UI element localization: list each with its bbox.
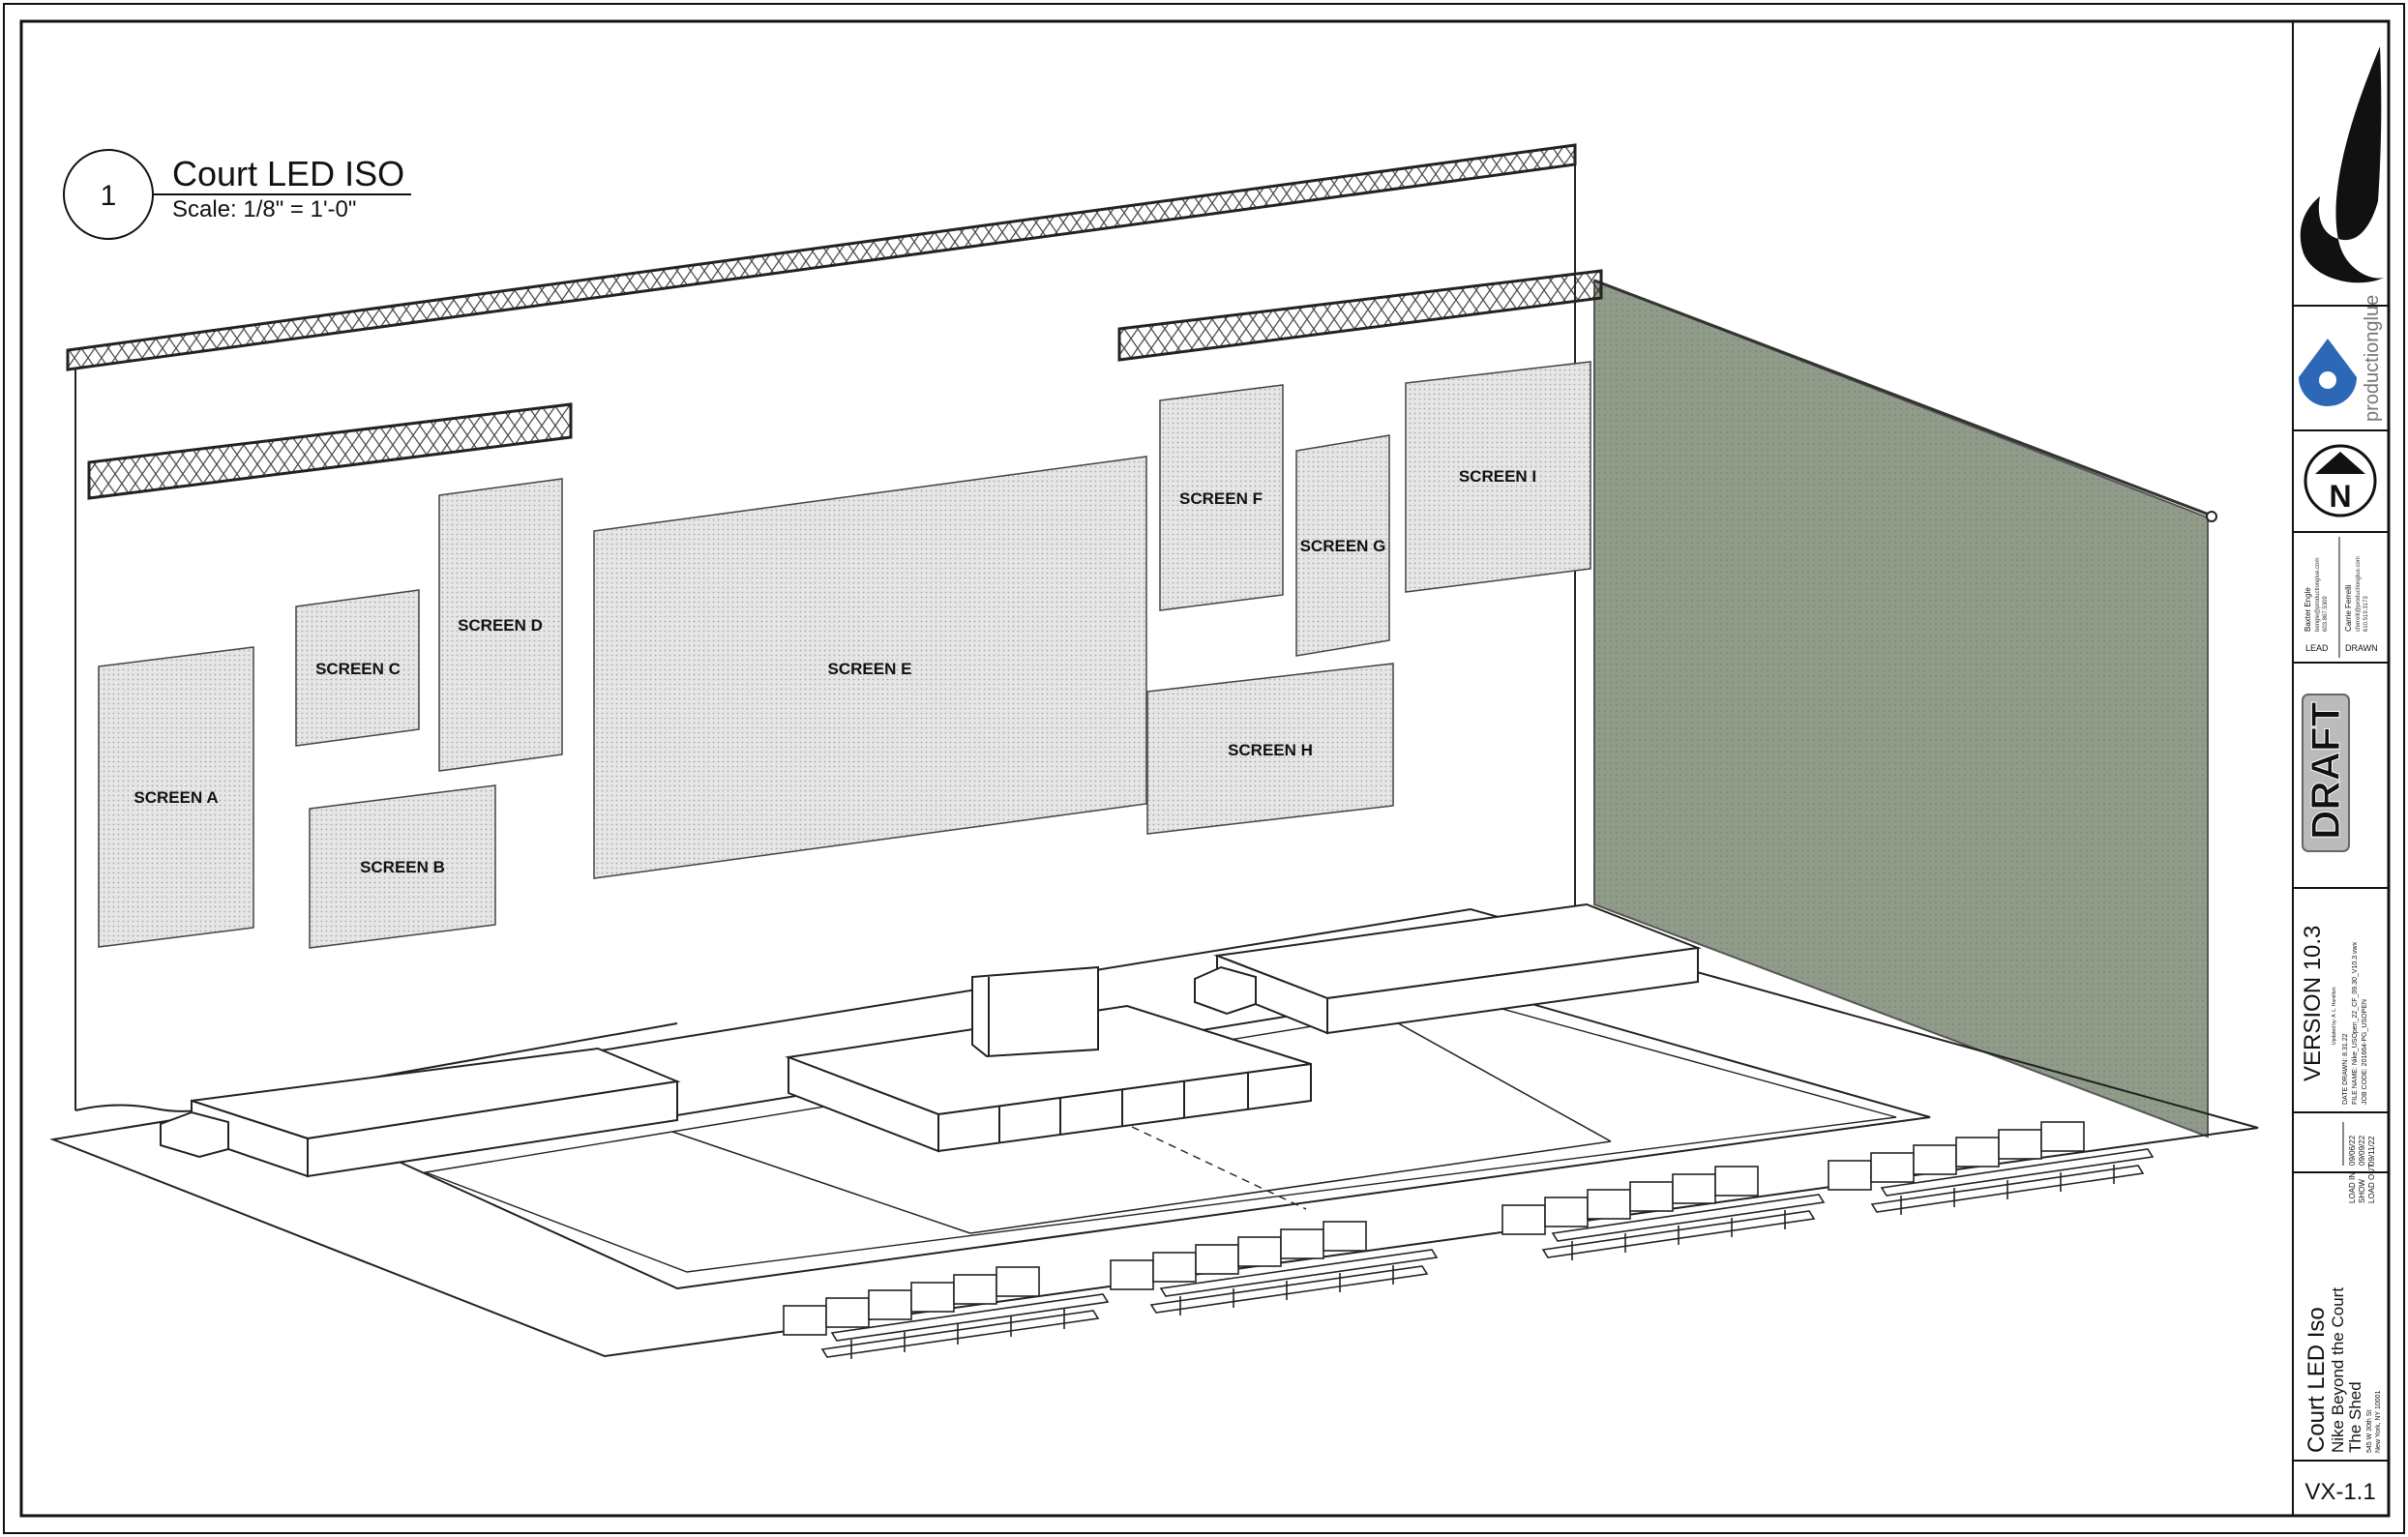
swoosh-logo-icon	[2300, 46, 2386, 283]
file-info-date: DATE DRAWN: 8.31.22	[2342, 1033, 2349, 1105]
date-show-label: SHOW	[2358, 1179, 2366, 1203]
date-load-in-value: 09/06/22	[2348, 1135, 2357, 1166]
north-arrow: N	[2304, 444, 2377, 517]
draft-stamp-text: DRAFT	[2303, 701, 2348, 840]
file-info-job: JOB CODE: 201664-PG_USOPEN	[2362, 999, 2368, 1105]
screen-e: SCREEN E	[593, 456, 1147, 879]
screen-i: SCREEN I	[1405, 361, 1591, 593]
screen-d-label: SCREEN D	[458, 616, 543, 635]
venue-name: The Shed	[2346, 1381, 2364, 1453]
screen-a-label: SCREEN A	[134, 788, 218, 807]
date-load-out-label: LOAD OUT	[2367, 1164, 2376, 1203]
bleacher-4	[1828, 1121, 2155, 1215]
company-logo: productionglue	[2299, 295, 2383, 422]
center-stage-backdrop	[971, 965, 1099, 1058]
stage-left	[160, 1047, 681, 1178]
stage-left-steps	[160, 1110, 229, 1159]
stage-right	[1194, 902, 1702, 1035]
contacts: Baxter Engle bengle@productionglue.com 6…	[2304, 537, 2378, 658]
drawing-title-callout: 1 Court LED ISO Scale: 1/8" = 1'-0"	[63, 149, 411, 240]
date-show-value: 09/09/22	[2358, 1135, 2366, 1166]
sheet-title-block: Court LED Iso Nike Beyond the Court The …	[2304, 1287, 2382, 1453]
truss-left	[87, 402, 573, 500]
led-screens: SCREEN A SCREEN B SCREEN C SCREEN D SCRE…	[98, 361, 1591, 949]
contact-lead-role: LEAD	[2305, 643, 2329, 653]
stage-center	[785, 965, 1312, 1153]
contact-lead-email: bengle@productionglue.com	[2315, 558, 2321, 632]
side-wall-rail-end	[2206, 511, 2217, 522]
contact-drawn-phone: 610.519.3173	[2363, 596, 2369, 632]
title-block: productionglue N Baxter Engle bengle@pro…	[2293, 46, 2389, 1505]
bleacher-1	[783, 1266, 1110, 1359]
sheet-border-inner	[19, 19, 2391, 1518]
contact-lead-phone: 603.867.5309	[2323, 596, 2329, 632]
screen-b: SCREEN B	[309, 784, 496, 949]
screen-b-label: SCREEN B	[360, 858, 445, 876]
side-wall-rail	[1593, 279, 2213, 517]
truss-top-long	[66, 143, 1577, 371]
version-block: VERSION 10.3 Updated by: A. L. Hamilton …	[2300, 926, 2368, 1105]
venue-address-1: 545 W 30th St	[2366, 1410, 2373, 1453]
file-info-name: FILE NAME: Nike_USOpen_22_CF_09.30_V10.3…	[2352, 941, 2359, 1105]
draft-stamp: DRAFT	[2302, 694, 2350, 852]
sheet-border-outer	[3, 3, 2405, 1534]
contact-lead-name: Baxter Engle	[2304, 587, 2312, 632]
screen-d: SCREEN D	[438, 478, 563, 772]
contact-drawn-name: Carrie Ferrelli	[2344, 584, 2353, 632]
sheet-number: VX-1.1	[2304, 1479, 2375, 1505]
screen-h: SCREEN H	[1146, 663, 1394, 835]
stage-right-steps	[1194, 965, 1257, 1016]
version-label: VERSION 10.3	[2300, 926, 2326, 1081]
north-arrow-icon	[2315, 452, 2365, 474]
company-logo-text: productionglue	[2362, 295, 2383, 422]
contact-drawn-role: DRAWN	[2345, 643, 2378, 653]
event-dates: LOAD IN 09/06/22 SHOW 09/09/22 LOAD OUT …	[2342, 1122, 2376, 1203]
venue-address-2: New York, NY 10001	[2375, 1390, 2382, 1453]
screen-g: SCREEN G	[1295, 434, 1390, 657]
drawing-scale: Scale: 1/8" = 1'-0"	[172, 196, 356, 222]
bleacher-2	[1110, 1221, 1439, 1315]
date-load-in-label: LOAD IN	[2348, 1172, 2357, 1203]
green-side-wall	[1593, 279, 2209, 1138]
project-name: Nike Beyond the Court	[2329, 1287, 2347, 1453]
screen-c: SCREEN C	[295, 589, 420, 747]
sheet-title: Court LED Iso	[2304, 1307, 2330, 1453]
drawing-number: 1	[101, 180, 117, 212]
screen-f-label: SCREEN F	[1179, 489, 1263, 508]
date-load-out-value: 09/11/22	[2367, 1136, 2376, 1166]
screen-i-label: SCREEN I	[1459, 467, 1536, 486]
drawing-title: Court LED ISO	[172, 154, 404, 193]
screen-g-label: SCREEN G	[1300, 537, 1386, 555]
bleacher-3	[1501, 1166, 1826, 1260]
screen-e-label: SCREEN E	[828, 660, 912, 678]
version-note: Updated by: A. L. Hamilton	[2332, 987, 2337, 1045]
screen-a: SCREEN A	[98, 646, 254, 948]
screen-f: SCREEN F	[1159, 384, 1284, 611]
north-label: N	[2329, 479, 2351, 514]
truss-right	[1117, 269, 1603, 362]
screen-c-label: SCREEN C	[315, 660, 401, 678]
contact-drawn-email: cferrelli@productionglue.com	[2356, 556, 2362, 632]
screen-h-label: SCREEN H	[1228, 741, 1313, 759]
